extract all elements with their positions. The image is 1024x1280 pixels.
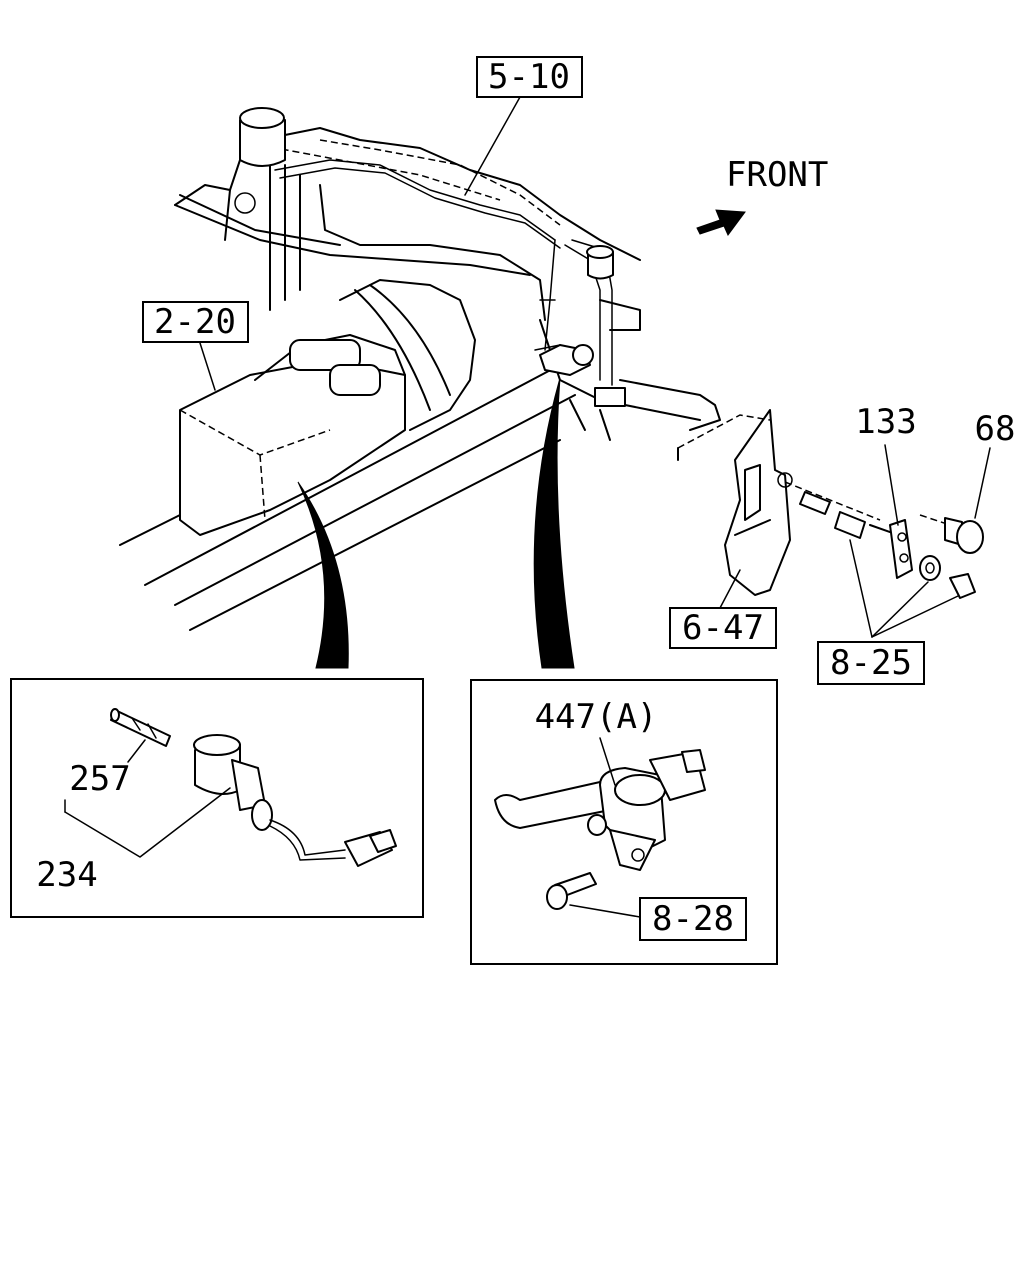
ref-8-28-text: 8-28 <box>652 899 734 939</box>
part-447a-label[interactable]: 447(A) <box>535 697 658 737</box>
part-234-label[interactable]: 234 <box>36 855 97 895</box>
battery-box <box>179 334 406 536</box>
ref-2-20-text: 2-20 <box>154 302 236 342</box>
part-447a-sensor <box>494 749 706 871</box>
front-arrow <box>696 209 746 236</box>
transmission-housing <box>339 279 476 431</box>
part-257-pin <box>110 708 171 747</box>
callout-wedge-right <box>533 377 575 669</box>
part-257-label[interactable]: 257 <box>69 759 130 799</box>
part-8-28-bolt <box>546 872 597 910</box>
front-label: FRONT <box>726 155 828 195</box>
ref-2-20[interactable]: 2-20 <box>142 301 249 343</box>
cross-member-frame <box>174 127 721 441</box>
ref-8-25[interactable]: 8-25 <box>817 641 925 685</box>
chassis-frame-rails <box>119 364 576 631</box>
sensor-mount-main <box>539 344 626 407</box>
ref-6-47[interactable]: 6-47 <box>669 607 777 649</box>
ref-5-10-text: 5-10 <box>488 57 570 97</box>
sensor-shaft-assembly <box>784 481 891 539</box>
ref-8-28[interactable]: 8-28 <box>639 897 747 941</box>
bracket-6-47 <box>677 409 793 596</box>
ref-5-10[interactable]: 5-10 <box>476 56 583 98</box>
part-68-label[interactable]: 68 <box>975 409 1016 449</box>
part-234-sensor <box>193 734 397 867</box>
washer-and-nut <box>919 555 976 599</box>
part-133-label[interactable]: 133 <box>855 402 916 442</box>
part-133-plate <box>889 519 913 579</box>
reservoir-tank-right <box>586 245 614 280</box>
part-68-bolt <box>919 514 984 554</box>
callout-wedge-left <box>297 481 349 669</box>
reservoir-tank-left <box>239 107 286 167</box>
ref-6-47-text: 6-47 <box>682 608 764 648</box>
ref-8-25-text: 8-25 <box>830 643 912 683</box>
